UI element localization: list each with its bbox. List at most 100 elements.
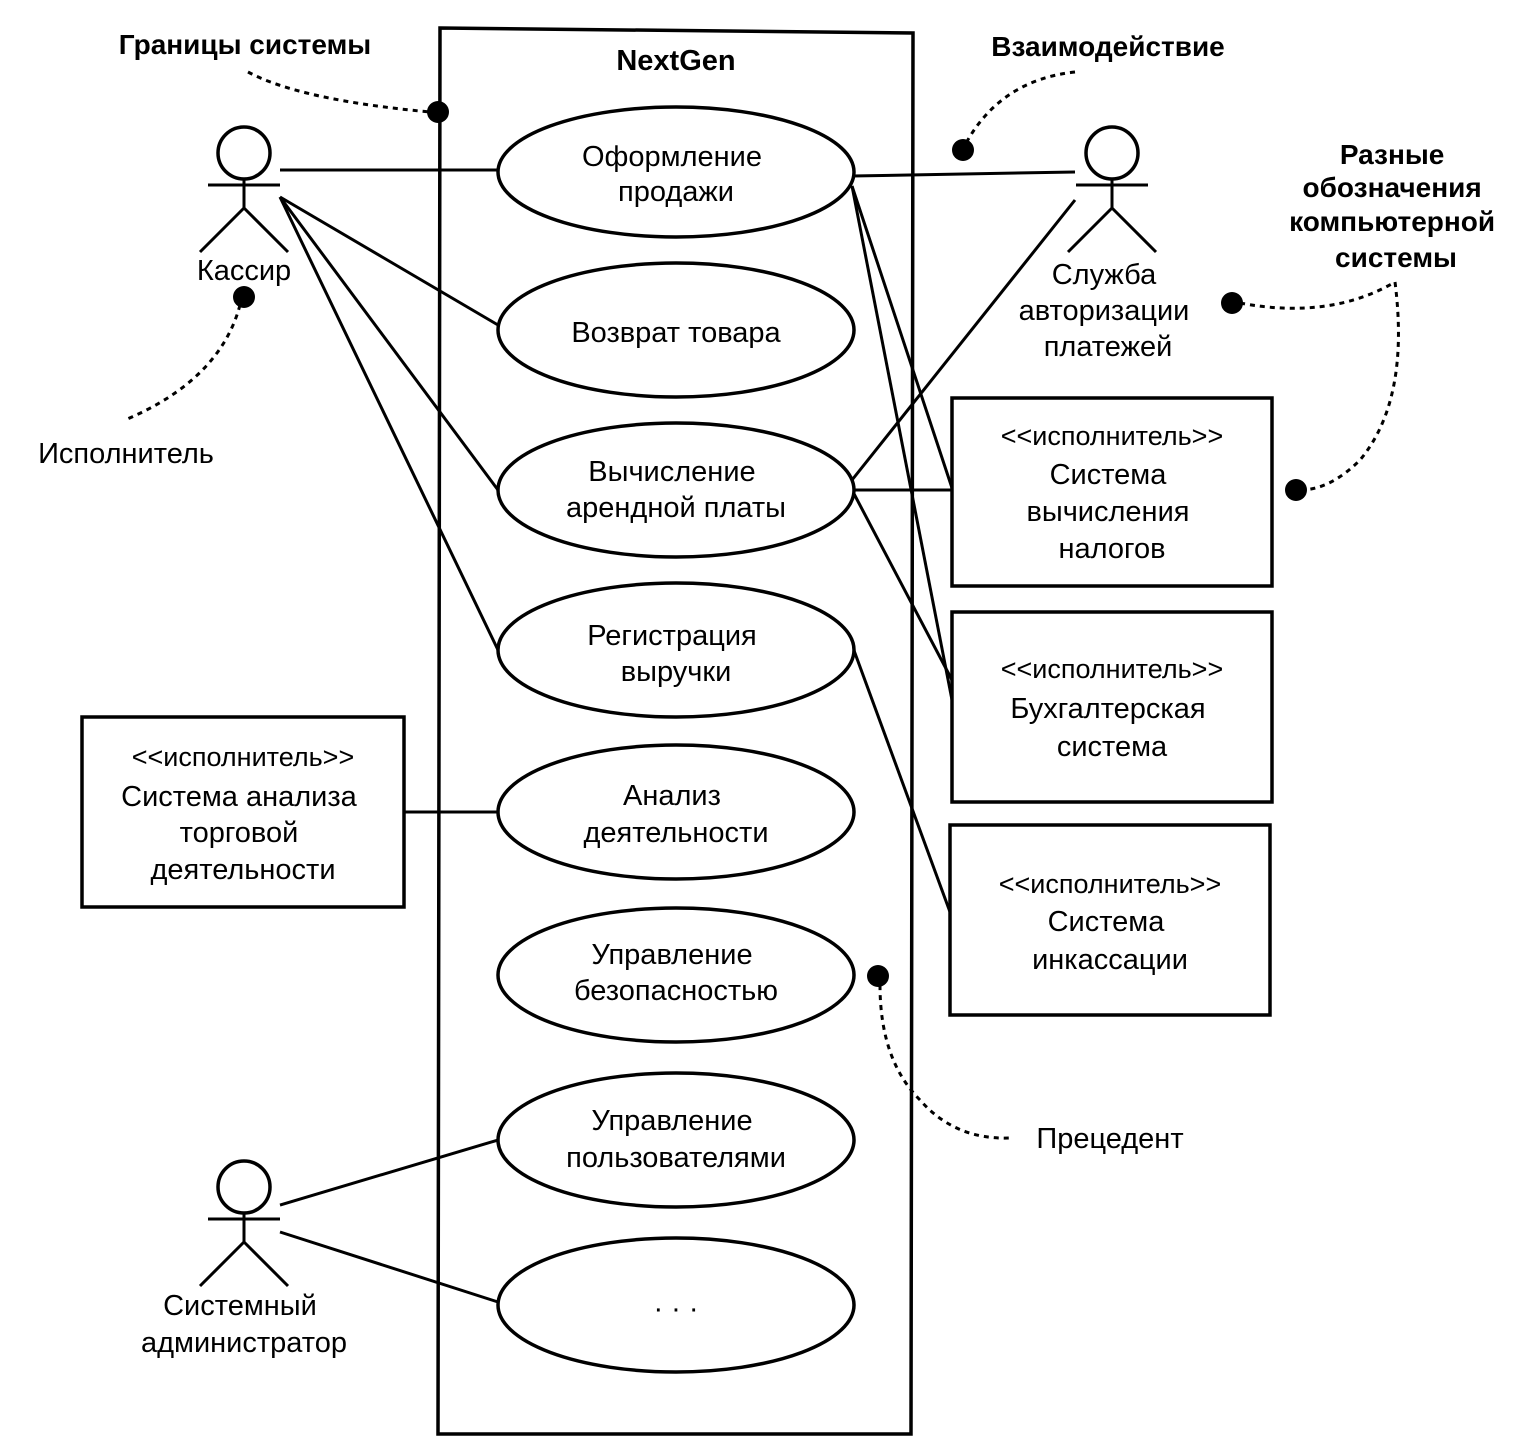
- svg-text:Оформление продажи: Оформление продажи: [582, 141, 770, 208]
- actor-auth-line-3: платежей: [1044, 331, 1173, 363]
- actor-auth-line-1: Служба: [1052, 259, 1157, 291]
- actor-box-tax-line-2: вычисления: [1026, 496, 1189, 528]
- svg-text:Служба авторизации: Служба авторизации платежей: [1019, 259, 1198, 363]
- svg-text:Кассир: Кассир: [197, 255, 291, 287]
- actor-box-analysis-line-2: торговой: [180, 817, 299, 849]
- assoc-rent-auth: [850, 199, 1077, 481]
- annotation-computer-line-1: Разные: [1340, 139, 1445, 170]
- use-case-return: Возврат товара: [496, 261, 856, 399]
- use-case-sale-line-1: Оформление: [582, 141, 762, 173]
- actor-box-tax-line-3: налогов: [1059, 533, 1166, 565]
- pointer-dot: [1285, 479, 1307, 501]
- annotation-computer-line-3: компьютерной: [1289, 206, 1495, 237]
- actor-box-tax-stereotype: <<исполнитель>>: [1001, 421, 1223, 451]
- annotation-actor-label: Исполнитель: [38, 438, 214, 470]
- svg-text:<<исполнитель>>: <<исполнитель>>: [999, 869, 1221, 899]
- assoc-sale-accounting: [850, 185, 954, 701]
- svg-text:Системный администратор: Системный администратор: [141, 1290, 347, 1359]
- svg-text:Разные обозначения: Разные обозначения компьютерной системы: [1289, 139, 1503, 273]
- associations: [278, 168, 1077, 1304]
- actor-box-accounting-line-2: система: [1057, 731, 1168, 763]
- actor-box-accounting-line-1: Бухгалтерская: [1010, 693, 1205, 725]
- assoc-cashier-return: [279, 195, 499, 327]
- actor-auth-service: Служба авторизации платежей: [1019, 125, 1198, 363]
- annotation-boundary-label: Границы системы: [119, 29, 371, 60]
- pointer-dot: [1221, 292, 1243, 314]
- annotation-usecase: Прецедент: [867, 965, 1184, 1155]
- assoc-cashier-revenue: [278, 196, 500, 651]
- svg-text:Управление безопасностью: Управление безопасностью: [574, 939, 778, 1007]
- use-case-users: Управление пользователями: [496, 1071, 856, 1209]
- assoc-sale-auth: [851, 170, 1076, 178]
- svg-text:<<исполнитель>>: <<исполнитель>>: [1001, 654, 1223, 684]
- actor-box-tax-line-1: Система: [1050, 459, 1168, 491]
- actor-box-collection-stereotype: <<исполнитель>>: [999, 869, 1221, 899]
- use-case-security-line-2: безопасностью: [574, 975, 778, 1007]
- actor-box-collection-line-2: инкассации: [1032, 944, 1188, 976]
- actor-box-analysis-line-1: Система анализа: [121, 781, 358, 813]
- actor-box-analysis-line-3: деятельности: [150, 854, 335, 886]
- svg-text:Система анализа торговой: Система анализа торговой деятельности: [121, 781, 365, 886]
- actor-box-accounting: <<исполнитель>> Бухгалтерская система: [950, 610, 1274, 804]
- use-case-activity: Анализ деятельности: [496, 743, 856, 881]
- annotation-computer-system: Разные обозначения компьютерной системы: [1221, 139, 1503, 501]
- svg-text:Система инкассации: Система инкассации: [1032, 906, 1188, 976]
- use-case-rent: Вычисление арендной платы: [496, 421, 856, 559]
- svg-text:Бухгалтерская система: Бухгалтерская система: [1010, 693, 1213, 763]
- use-case-more: · · ·: [496, 1236, 856, 1374]
- use-case-revenue: Регистрация выручки: [496, 581, 856, 719]
- svg-text:Регистрация выручки: Регистрация выручки: [587, 620, 765, 688]
- svg-text:Система вычисления: Система вычисления налогов: [1026, 459, 1197, 565]
- annotation-actor: Исполнитель: [38, 286, 255, 470]
- assoc-rent-accounting: [850, 489, 954, 681]
- use-case-sale-line-2: продажи: [618, 176, 734, 208]
- svg-text:Анализ деятельности: Анализ деятельности: [583, 780, 768, 849]
- annotation-interaction: Взаимодействие: [952, 31, 1225, 161]
- use-case-revenue-line-2: выручки: [621, 656, 732, 688]
- use-case-users-line-1: Управление: [591, 1105, 752, 1137]
- actor-box-collection: <<исполнитель>> Система инкассации: [948, 823, 1272, 1017]
- use-case-sale: Оформление продажи: [496, 105, 856, 239]
- actor-sysadmin-line-2: администратор: [141, 1327, 347, 1359]
- use-case-rent-line-2: арендной платы: [566, 492, 786, 524]
- svg-text:Возврат товара: Возврат товара: [571, 317, 781, 349]
- svg-text:<<исполнитель>>: <<исполнитель>>: [132, 742, 354, 772]
- annotation-computer-line-2: обозначения: [1303, 172, 1482, 203]
- use-case-users-line-2: пользователями: [566, 1142, 786, 1174]
- annotation-computer-line-4: системы: [1335, 242, 1457, 273]
- annotation-interaction-label: Взаимодействие: [991, 31, 1224, 62]
- actor-box-accounting-stereotype: <<исполнитель>>: [1001, 654, 1223, 684]
- use-case-revenue-line-1: Регистрация: [587, 620, 757, 652]
- use-case-security: Управление безопасностью: [496, 906, 856, 1044]
- annotation-boundary: Границы системы: [119, 29, 449, 123]
- actor-cashier-label: Кассир: [197, 255, 291, 287]
- actor-auth-line-2: авторизации: [1019, 295, 1190, 327]
- stick-figure-icon: [198, 1159, 290, 1288]
- pointer-dot: [233, 286, 255, 308]
- svg-text:Управление пользователям: Управление пользователями: [566, 1105, 786, 1174]
- use-case-security-line-1: Управление: [591, 939, 752, 971]
- actor-box-tax: <<исполнитель>> Система вычисления налог…: [950, 396, 1274, 588]
- system-boundary: NextGen: [436, 26, 915, 1436]
- assoc-revenue-collection: [850, 644, 952, 913]
- stick-figure-icon: [1066, 125, 1158, 254]
- assoc-admin-users: [279, 1138, 499, 1207]
- pointer-dot: [427, 101, 449, 123]
- annotation-usecase-label: Прецедент: [1036, 1123, 1183, 1155]
- use-case-rent-line-1: Вычисление: [588, 456, 755, 488]
- pointer-dot: [952, 139, 974, 161]
- assoc-sale-tax: [850, 185, 954, 489]
- actor-box-analysis-stereotype: <<исполнитель>>: [132, 742, 354, 772]
- assoc-cashier-rent: [278, 196, 500, 491]
- svg-text:· · ·: · · ·: [653, 1293, 698, 1325]
- use-case-activity-line-1: Анализ: [623, 780, 721, 812]
- stick-figure-icon: [198, 125, 290, 254]
- use-case-more-line-1: · · ·: [653, 1293, 698, 1325]
- svg-text:Вычисление арендной плат: Вычисление арендной платы: [566, 456, 786, 524]
- use-case-return-line-1: Возврат товара: [571, 317, 781, 349]
- actor-cashier: Кассир: [197, 125, 291, 287]
- actor-sysadmin: Системный администратор: [141, 1159, 347, 1359]
- actor-box-collection-line-1: Система: [1048, 906, 1166, 938]
- actor-box-analysis: <<исполнитель>> Система анализа торговой…: [80, 715, 406, 909]
- assoc-admin-more: [279, 1230, 499, 1304]
